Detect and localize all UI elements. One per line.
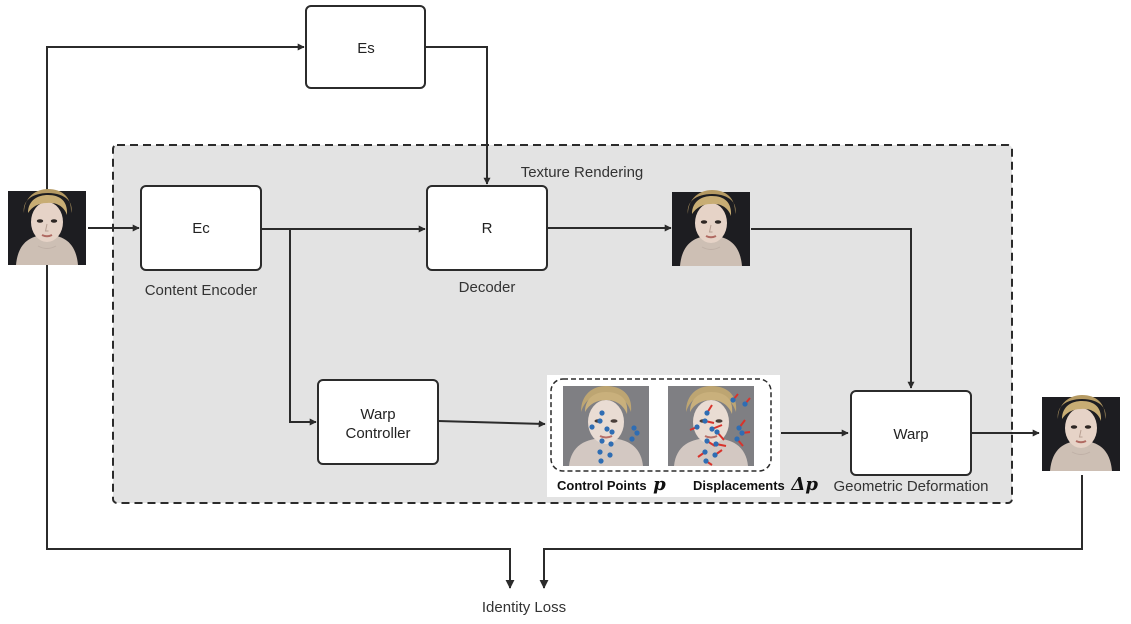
warp-controller-label-line1: Warp	[360, 406, 395, 423]
es-block: Es	[305, 5, 426, 89]
control-points-face-image	[562, 385, 650, 467]
warp-controller-label-line2: Controller	[345, 425, 410, 442]
warp-label: Warp	[893, 426, 928, 443]
control-points-panel: Control Points p Displacements Δp	[547, 375, 818, 497]
control-point-dots	[589, 410, 640, 464]
connectors	[46, 43, 1083, 589]
warp-block: Warp	[850, 390, 972, 476]
output-face-image	[1041, 394, 1121, 472]
content-encoder-label: Content Encoder	[145, 282, 258, 299]
es-label: Es	[357, 40, 375, 57]
identity-loss-label: Identity Loss	[482, 599, 566, 616]
r-block: R	[426, 185, 548, 271]
geometric-deformation-label: Geometric Deformation	[833, 478, 988, 495]
texture-rendering-label: Texture Rendering	[521, 164, 644, 181]
displacement-vectors	[689, 393, 751, 466]
rendered-face-image	[671, 189, 751, 267]
input-face-image	[7, 188, 87, 266]
r-label: R	[482, 220, 493, 237]
warp-controller-block: Warp Controller	[317, 379, 439, 465]
ec-block: Ec	[140, 185, 262, 271]
ec-label: Ec	[192, 220, 210, 237]
control-points-caption: Control Points p	[557, 474, 666, 495]
displacements-caption: Displacements Δp	[693, 474, 818, 495]
decoder-label: Decoder	[459, 279, 516, 296]
